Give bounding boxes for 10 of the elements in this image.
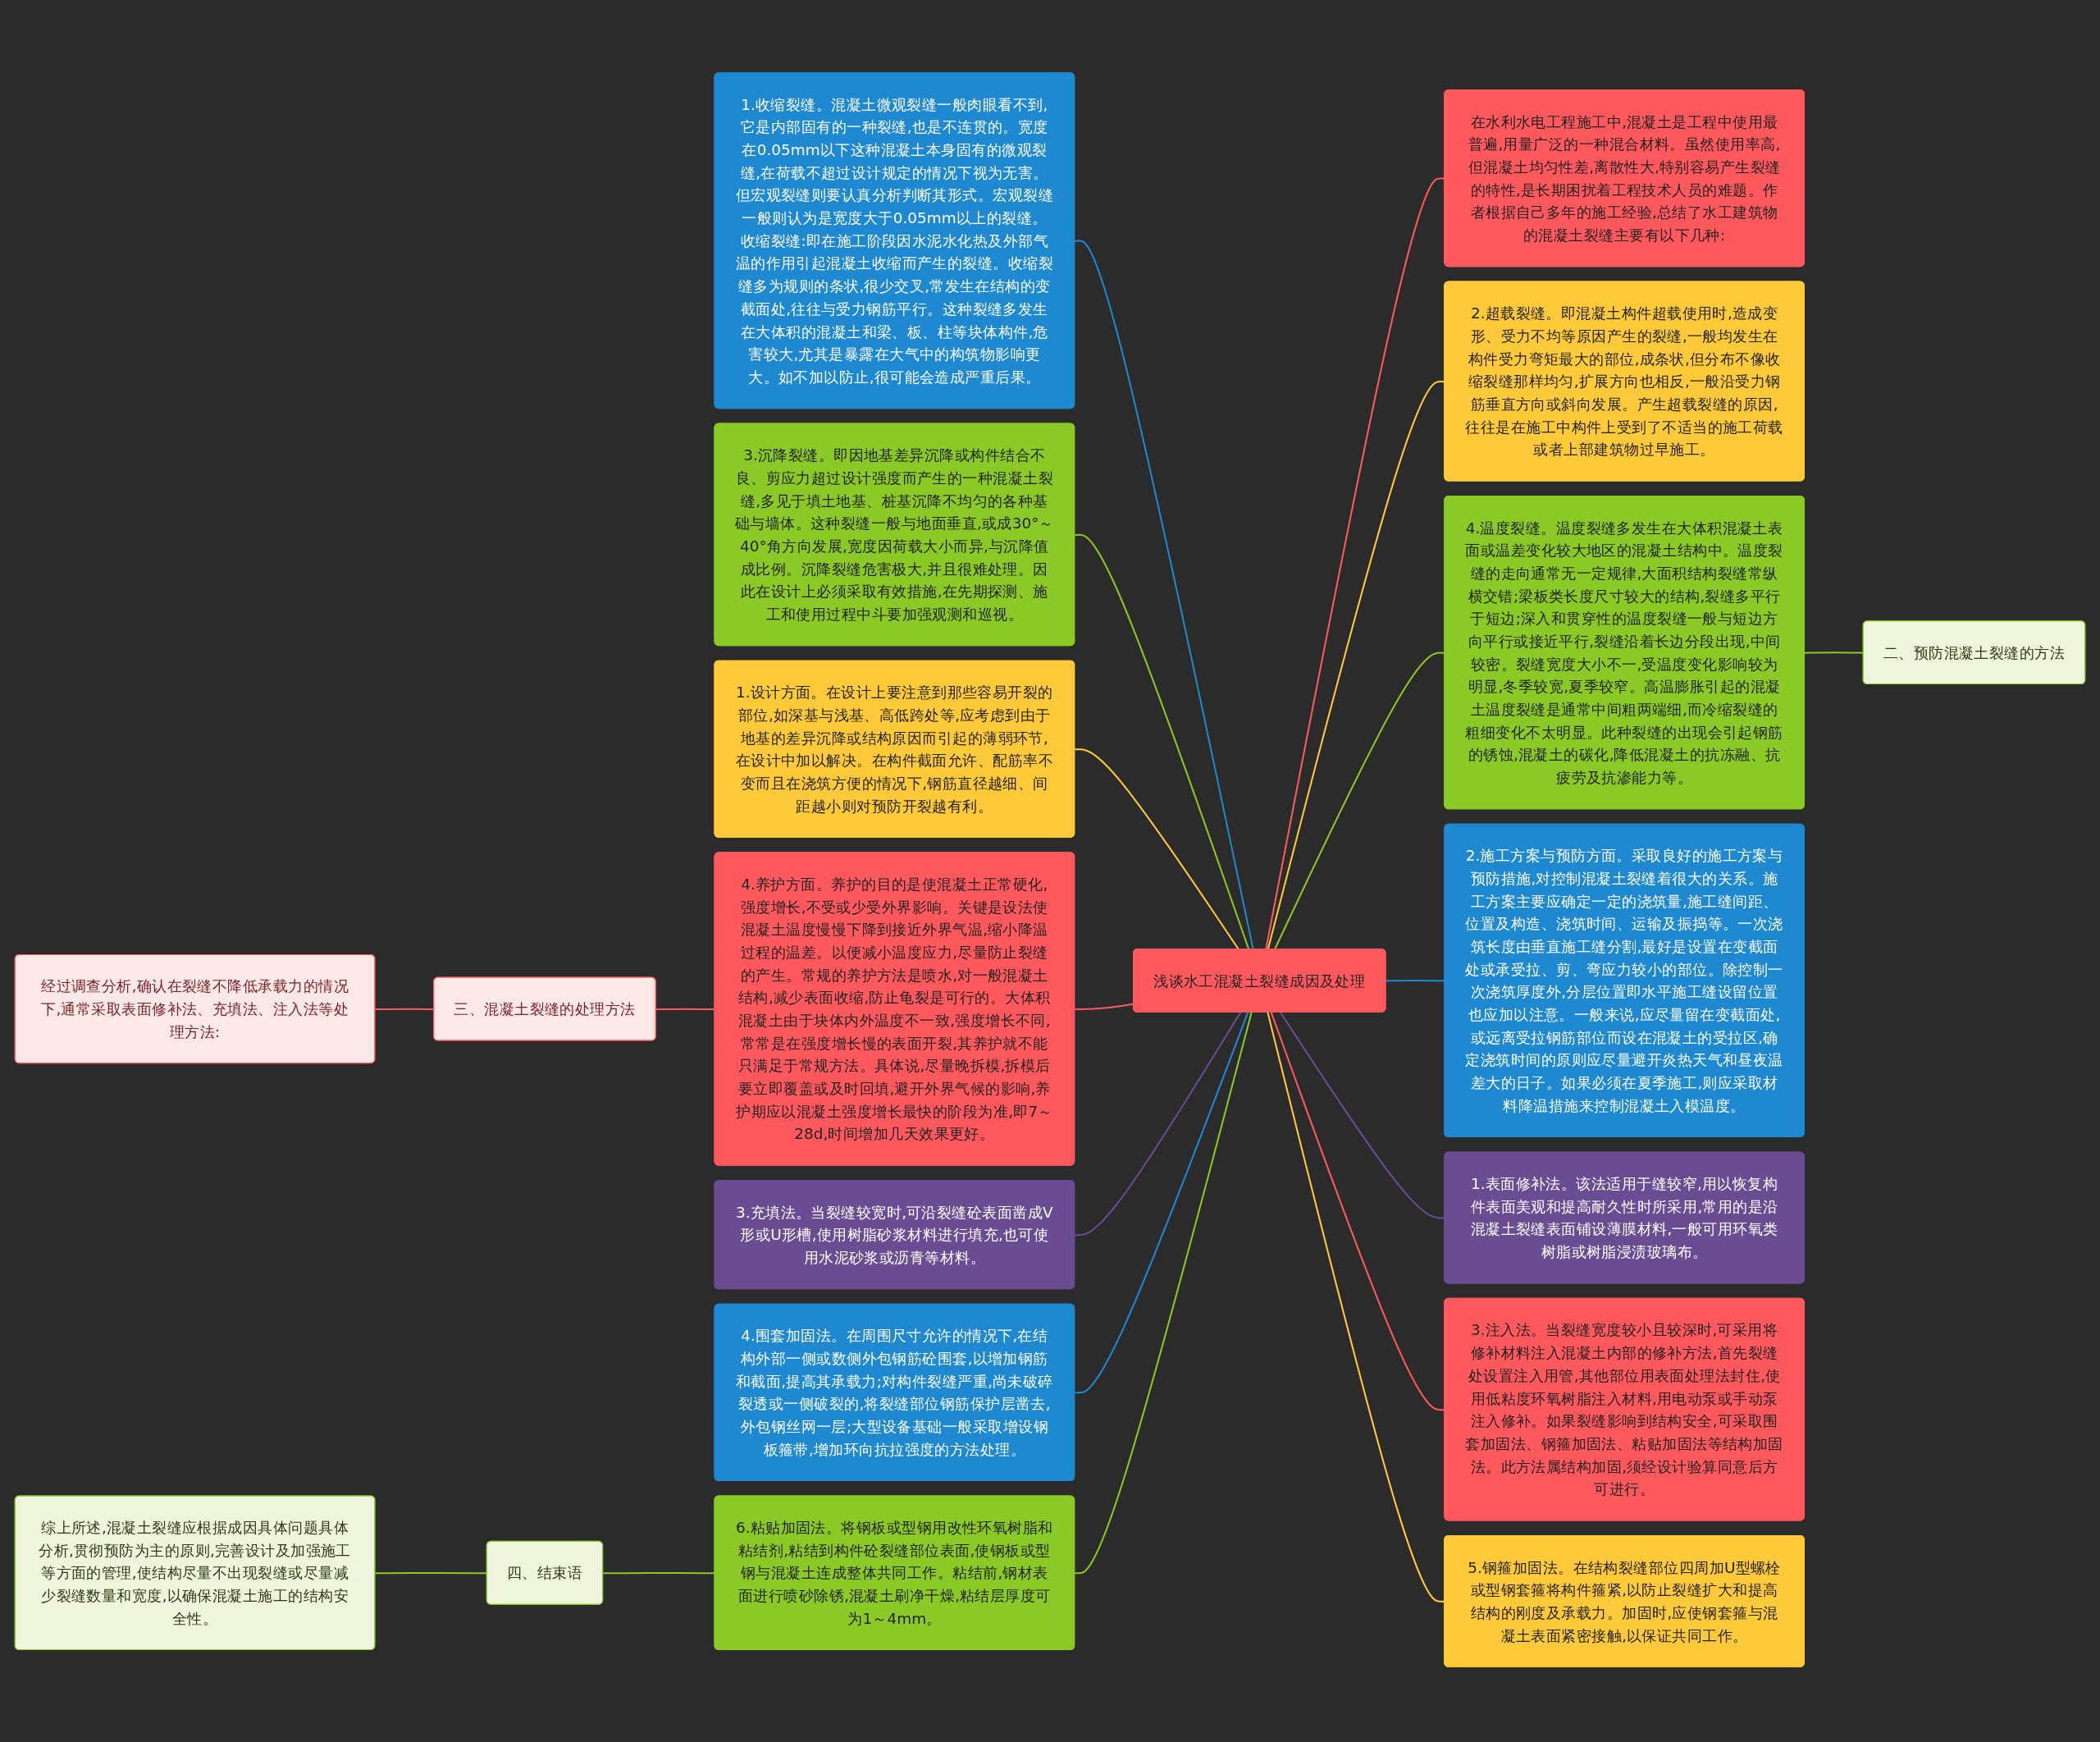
connector [1804, 652, 1864, 654]
connector [1075, 1012, 1242, 1237]
connector [1075, 1012, 1249, 1394]
connector [603, 1571, 715, 1575]
connector [655, 1008, 715, 1011]
connector [1075, 533, 1250, 950]
connector [375, 1571, 487, 1575]
connector [1075, 240, 1254, 950]
connector [1075, 1012, 1253, 1575]
connector [1075, 748, 1239, 950]
